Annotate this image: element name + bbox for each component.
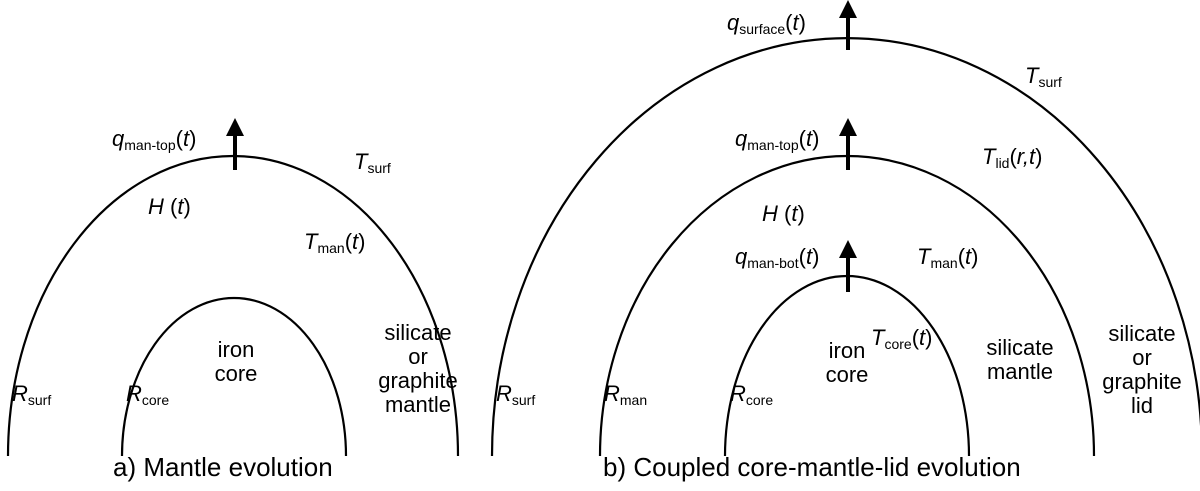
right-bot-flux-arrowhead (839, 240, 857, 258)
right-heat-label: H (t) (762, 201, 805, 226)
right-flux-surface-label: qsurface(t) (727, 10, 806, 37)
right-flux-top-label: qman-top(t) (735, 126, 820, 153)
left-core-arc (120, 296, 348, 457)
right-core-radius-label: Rcore (730, 381, 774, 408)
right-lid-temp-label: Tlid(r,t) (982, 144, 1043, 171)
right-mantle-temp-label: Tman(t) (917, 244, 979, 271)
right-surface-flux-arrowhead (839, 0, 857, 18)
right-mantle-arc (598, 154, 1096, 457)
left-surface-temp-label: Tsurf (354, 149, 391, 176)
right-surface-radius-label: Rsurf (496, 381, 536, 408)
left-surface-radius-label: Rsurf (12, 381, 52, 408)
left-top-flux-arrowhead (226, 118, 244, 136)
left-core-radius-label: Rcore (126, 381, 170, 408)
left-mantle-temp-label: Tman(t) (304, 229, 366, 256)
left-caption: a) Mantle evolution (113, 452, 333, 482)
left-flux-top-label: qman-top(t) (112, 126, 197, 153)
right-top-flux-arrowhead (839, 118, 857, 136)
right-caption: b) Coupled core-mantle-lid evolution (603, 452, 1021, 482)
left-heat-label: H (t) (148, 194, 191, 219)
right-flux-bot-label: qman-bot(t) (735, 244, 820, 271)
right-core-temp-label: Tcore(t) (871, 325, 933, 352)
right-mantle-radius-label: Rman (604, 381, 648, 408)
right-surface-temp-label: Tsurf (1025, 63, 1062, 90)
